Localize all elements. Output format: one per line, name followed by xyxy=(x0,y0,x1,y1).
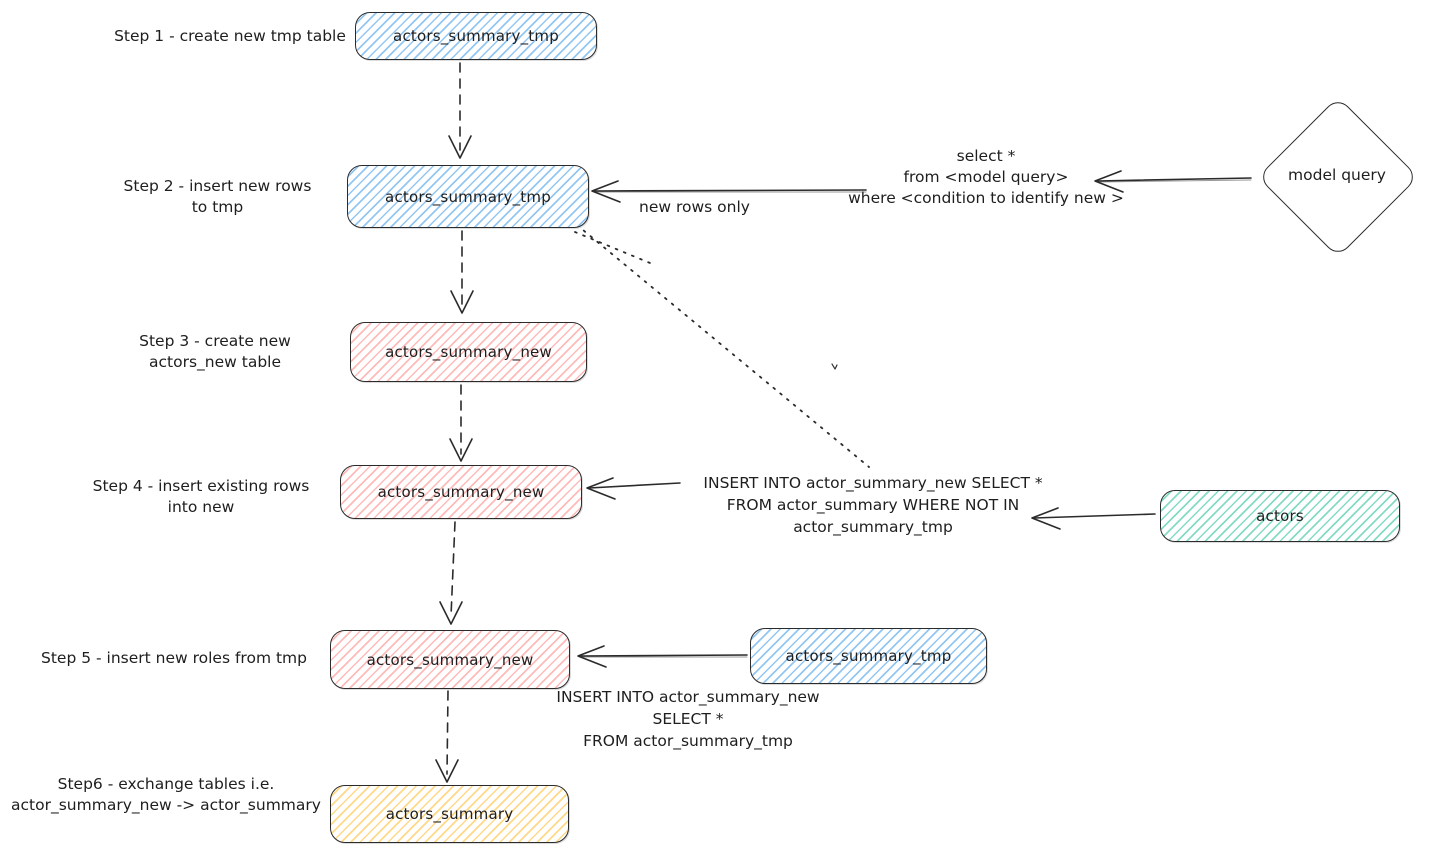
model-query-sql-text: select * from <model query> where <condi… xyxy=(848,147,1124,207)
step4-label: Step 4 - insert existing rows into new xyxy=(92,477,310,516)
arrow-step3-to-step4 xyxy=(449,384,473,462)
node-actors: actors xyxy=(1160,490,1400,542)
arrow-tmp-to-step5 xyxy=(577,645,748,668)
insert-existing-sql-text: INSERT INTO actor_summary_new SELECT * F… xyxy=(703,474,1043,536)
stray-tick-mark xyxy=(831,363,838,370)
new-rows-only-label: new rows only xyxy=(639,198,750,216)
node-step4-actors-summary-new: actors_summary_new xyxy=(340,465,582,519)
step5-label: Step 5 - insert new roles from tmp xyxy=(41,649,307,667)
step2-label: Step 2 - insert new rows to tmp xyxy=(123,177,312,216)
node-step6-actors-summary: actors_summary xyxy=(330,785,569,843)
arrow-step1-to-step2 xyxy=(448,62,472,159)
arrow-step4-to-step5 xyxy=(439,521,463,625)
dotted-link-step2-to-insert-sql xyxy=(574,224,870,468)
node-step5-source-actors-summary-tmp: actors_summary_tmp xyxy=(750,628,987,684)
model-query-label: model query xyxy=(1288,166,1386,184)
node-step2-actors-summary-tmp: actors_summary_tmp xyxy=(347,165,589,228)
step3-label: Step 3 - create new actors_new table xyxy=(139,332,291,371)
node-step1-actors-summary-tmp: actors_summary_tmp xyxy=(355,12,597,60)
step6-label: Step6 - exchange tables i.e. actor_summa… xyxy=(11,775,321,814)
node-step3-actors-summary-new: actors_summary_new xyxy=(350,322,587,382)
insert-from-tmp-sql-text: INSERT INTO actor_summary_new SELECT * F… xyxy=(556,688,820,750)
node-step5-actors-summary-new: actors_summary_new xyxy=(330,630,570,689)
arrow-step2-to-step3 xyxy=(450,230,474,314)
arrow-step5-to-step6 xyxy=(435,690,459,783)
step1-label: Step 1 - create new tmp table xyxy=(114,27,346,45)
arrow-insert-sql-to-step4 xyxy=(586,477,681,500)
